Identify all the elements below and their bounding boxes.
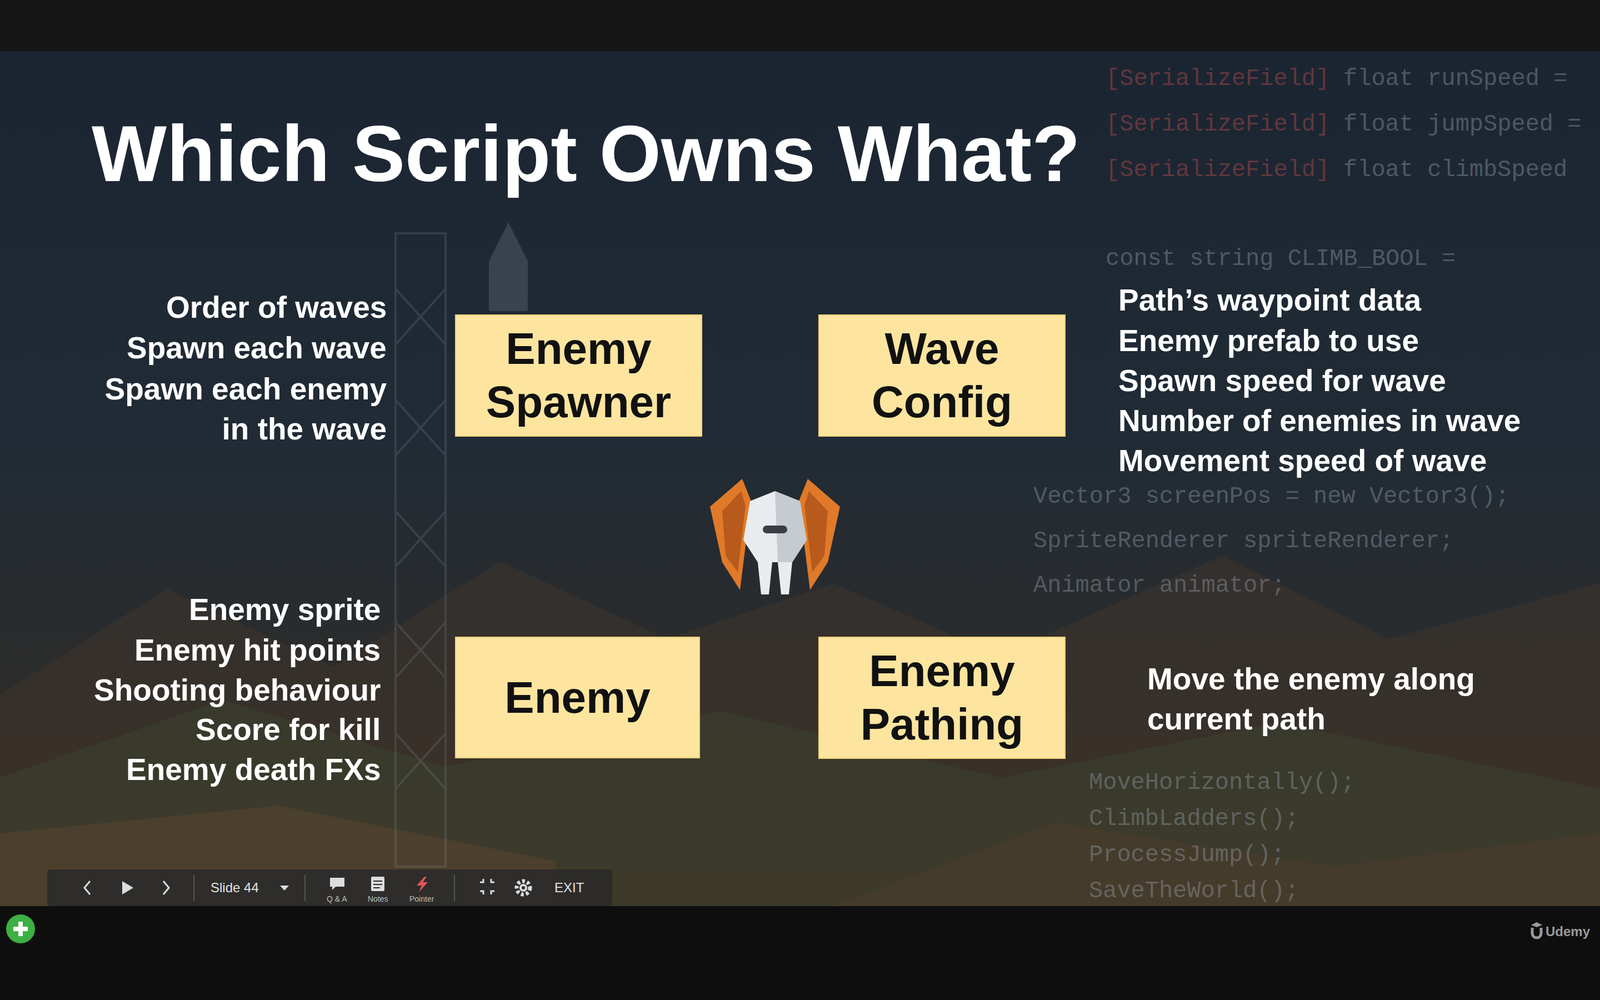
- box-label: Enemy: [504, 671, 650, 725]
- rocket-silhouette: [488, 222, 528, 312]
- background-code: MoveHorizontally();: [1088, 769, 1355, 797]
- landscape-part: [833, 822, 1600, 907]
- add-icon-part: [6, 914, 35, 944]
- presenter-toolbar-part: [516, 881, 530, 895]
- background-code: ProcessJump();: [1088, 841, 1285, 869]
- background-code: float runSpeed =: [1343, 65, 1568, 93]
- enemy-ship-illustration: [710, 478, 840, 595]
- enemy-ship-illustration-part: [804, 491, 828, 573]
- presenter-toolbar-part: [480, 891, 484, 895]
- presenter-toolbar-part: [122, 881, 134, 895]
- presenter-toolbar-part: [519, 883, 528, 892]
- brand-name: Udemy: [1545, 923, 1590, 940]
- presenter-toolbar-part: [521, 886, 525, 890]
- launch-tower-part: [395, 400, 446, 456]
- udemy-logo-icon: [1531, 922, 1543, 938]
- responsibility-item: Number of enemies in wave: [1118, 400, 1521, 441]
- script-box: Wave Config: [818, 314, 1066, 437]
- presenter-toolbar-part: [163, 881, 169, 895]
- presenter-toolbar-part: [491, 878, 495, 883]
- enemy-ship-illustration-part: [743, 491, 807, 595]
- toolbar-caption: Pointer: [409, 894, 434, 904]
- presenter-toolbar-part: [84, 881, 90, 895]
- script-box: Enemy Spawner: [455, 314, 703, 437]
- launch-tower-part: [395, 622, 446, 678]
- slide-ground: [0, 51, 1600, 907]
- launch-tower-part: [395, 622, 446, 678]
- background-code: [SerializeField]: [1105, 156, 1330, 184]
- toolbar-caption: Notes: [367, 894, 389, 904]
- bottom-bar: [0, 906, 1600, 1000]
- enemy-ship-illustration-part: [722, 491, 746, 573]
- toolbar-text: EXIT: [554, 879, 584, 897]
- background-code: SaveTheWorld();: [1088, 877, 1299, 905]
- launch-tower-part: [395, 511, 446, 567]
- background-code: Vector3 screenPos = new Vector3();: [1033, 483, 1510, 510]
- landscape-part: [0, 555, 1600, 907]
- top-bar: [0, 0, 1600, 52]
- launch-tower: [395, 233, 446, 867]
- add-icon-part: [18, 921, 23, 937]
- presenter-toolbar-part: [304, 875, 306, 902]
- responsibility-item: Spawn speed for wave: [1118, 360, 1447, 401]
- background-code: const string CLIMB_BOOL =: [1105, 245, 1456, 273]
- udemy-logo-icon-part: [1532, 927, 1542, 938]
- presenter-toolbar-part: [373, 887, 380, 889]
- box-label: Enemy Spawner: [467, 322, 690, 429]
- slide-title: Which Script Owns What?: [91, 108, 1081, 200]
- toolbar-caption: Q & A: [326, 894, 348, 904]
- presenter-toolbar-part: [373, 880, 383, 882]
- responsibility-item: Spawn each wave: [126, 327, 387, 368]
- background-code: ClimbLadders();: [1088, 805, 1299, 833]
- presenter-toolbar-part: [373, 883, 383, 885]
- landscape-part: [0, 700, 1600, 907]
- responsibility-item: Shooting behaviour: [93, 670, 381, 710]
- background-code: SpriteRenderer spriteRenderer;: [1033, 527, 1454, 555]
- responsibility-item: Order of waves: [166, 287, 387, 328]
- presenter-toolbar-part: [416, 876, 428, 893]
- enemy-ship-illustration-part: [762, 525, 788, 534]
- responsibility-item: Movement speed of wave: [1118, 440, 1487, 481]
- script-box: Enemy Pathing: [818, 636, 1066, 759]
- responsibility-item: Enemy prefab to use: [1118, 320, 1419, 361]
- launch-tower-part: [395, 288, 446, 345]
- udemy-logo-icon-part: [1531, 922, 1543, 928]
- responsibility-item: Move the enemy along current path: [1147, 658, 1525, 739]
- rocket-silhouette-part: [488, 222, 528, 312]
- landscape: [0, 555, 1600, 907]
- script-box: Enemy: [455, 636, 700, 759]
- background-code: float climbSpeed: [1343, 156, 1568, 184]
- launch-tower-part: [395, 233, 446, 867]
- responsibility-item: Spawn each enemy in the wave: [86, 368, 387, 449]
- launch-tower-part: [395, 288, 446, 345]
- launch-tower-part: [395, 400, 446, 456]
- presenter-toolbar-part: [280, 885, 289, 891]
- responsibility-item: Score for kill: [195, 709, 381, 750]
- presenter-toolbar-part: [371, 876, 385, 892]
- box-label: Enemy Pathing: [830, 644, 1054, 752]
- responsibility-item: Path’s waypoint data: [1118, 280, 1422, 320]
- responsibility-item: Enemy death FXs: [126, 749, 381, 790]
- responsibility-item: Enemy hit points: [134, 630, 381, 670]
- presenter-toolbar-part: [47, 869, 613, 907]
- launch-tower-part: [395, 733, 446, 789]
- add-icon: [6, 914, 35, 944]
- background-code: [SerializeField]: [1105, 111, 1330, 138]
- responsibility-item: Enemy sprite: [188, 589, 381, 630]
- background-code: float jumpSpeed =: [1343, 111, 1582, 138]
- presenter-toolbar-part: [480, 878, 484, 883]
- presenter-toolbar-part: [491, 891, 495, 895]
- toolbar-text: Slide 44: [210, 879, 259, 897]
- presenter-toolbar-part: [453, 875, 455, 902]
- background-code: [SerializeField]: [1105, 65, 1330, 93]
- launch-tower-part: [395, 733, 446, 789]
- background-code: Animator animator;: [1033, 572, 1286, 599]
- box-label: Wave Config: [830, 322, 1054, 429]
- launch-tower-part: [395, 511, 446, 567]
- presenter-toolbar-part: [193, 875, 195, 902]
- presenter-toolbar: [47, 869, 613, 907]
- presenter-toolbar-part: [330, 877, 345, 890]
